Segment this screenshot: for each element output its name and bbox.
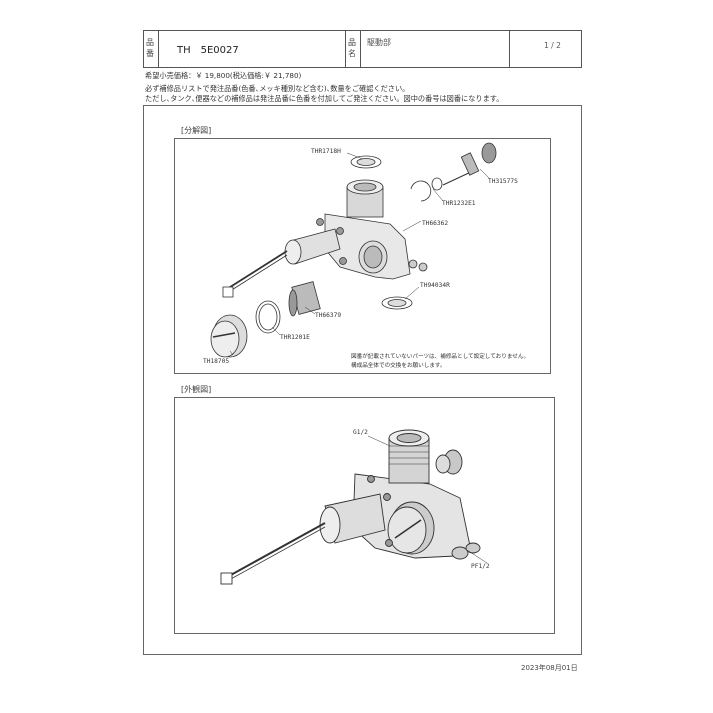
exploded-view-drawing: THR1718H TH31577S THR1232E1 TH66362 TH94… [203,142,529,369]
callout-thr1201e: THR1201E [280,334,310,341]
page-frame [143,105,582,655]
issue-date: 2023年08月01日 [521,664,578,672]
product-name-cell: 駆動部 [361,31,510,67]
callout-pf1-2: PF1/2 [471,563,490,570]
note-line-2: ただし､タンク､便器などの補修品は発注品番に色番を付加してご発注ください。図中の… [145,94,504,103]
page-number: 1 / 2 [544,41,561,50]
product-no-label-cell: 品番 [144,31,159,67]
product-name-label-cell: 品名 [346,31,361,67]
exterior-view-title: [外観図] [181,385,212,394]
callout-th66379: TH66379 [315,312,341,319]
header-table: 品番 TH 5E0027 品名 駆動部 1 / 2 [143,30,582,68]
callout-g1-2: G1/2 [353,429,368,436]
callout-thr1232e1: THR1232E1 [442,200,476,207]
note-line-1: 必ず補修品リストで発注品番(色番､メッキ種別など含む)､数量をご確認ください。 [145,84,410,93]
exploded-footnote-1: 図番が記載されていないパーツは、補修品として設定しておりません。 [351,352,529,360]
exploded-view-frame: THR1718H TH31577S THR1232E1 TH66362 TH94… [174,138,551,374]
callout-th94034r: TH94034R [420,282,450,289]
product-no-label: 品番 [146,38,154,58]
product-no-cell: TH 5E0027 [159,31,346,67]
callout-th66362: TH66362 [422,220,448,227]
product-name: 駆動部 [367,38,391,47]
price-note: 希望小売価格：￥ 19,800(税込価格:￥ 21,780) [145,71,302,80]
exploded-footnote-2: 構成品全体での交換をお願いします。 [351,361,446,369]
exploded-view-title: [分解図] [181,126,212,135]
product-no: TH 5E0027 [177,45,239,56]
callout-th18705: TH18705 [203,358,229,365]
exterior-view-drawing: G1/2 PF1/2 [220,429,490,585]
callout-th31577s: TH31577S [488,178,518,185]
callout-thr1718h: THR1718H [311,148,341,155]
exterior-view-frame: G1/2 PF1/2 [174,397,555,634]
product-name-label: 品名 [348,38,356,58]
